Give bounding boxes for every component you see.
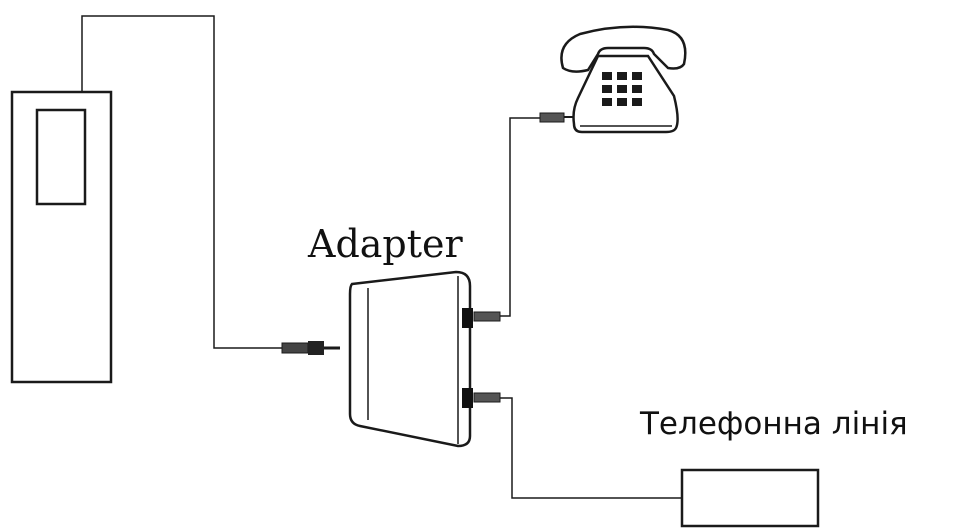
door-unit-wire xyxy=(81,15,340,355)
adapter-box-icon xyxy=(348,270,473,448)
door-unit-icon xyxy=(10,90,113,384)
telephone-line-label: Телефонна лінія xyxy=(639,406,908,442)
line-port xyxy=(462,388,473,408)
telephone-wire xyxy=(473,112,574,322)
telephone-line-socket-icon xyxy=(680,468,820,528)
line-wire xyxy=(473,392,682,499)
rotary-telephone-icon xyxy=(560,25,687,134)
adapter-label: Adapter xyxy=(307,222,464,266)
phone-port xyxy=(462,308,473,328)
telephone-keypad xyxy=(602,72,642,106)
